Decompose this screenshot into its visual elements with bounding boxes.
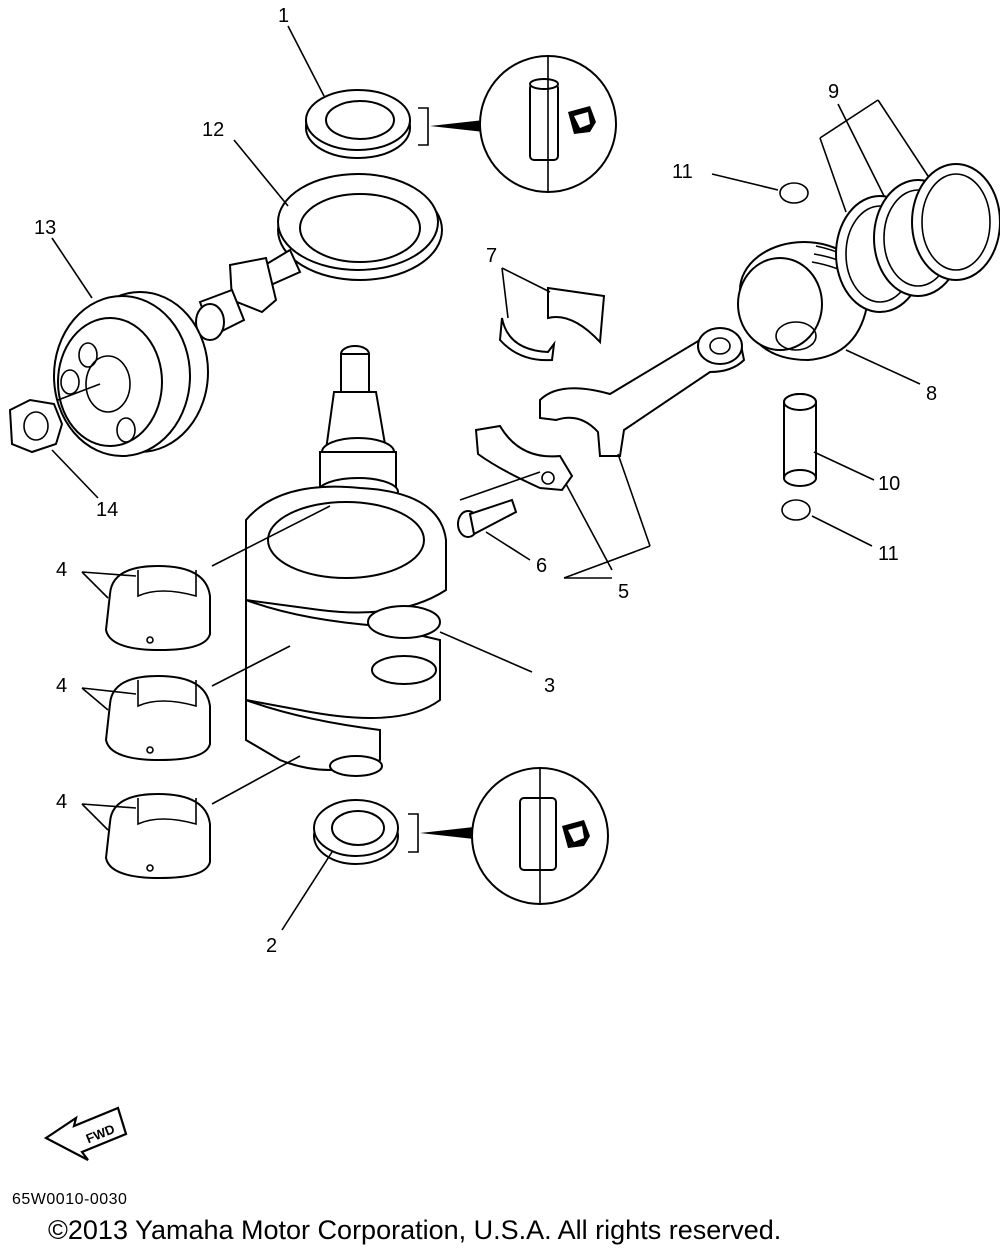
copyright-notice: ©2013 Yamaha Motor Corporation, U.S.A. A… bbox=[48, 1215, 781, 1245]
forward-direction-arrow: FWD bbox=[43, 1106, 128, 1161]
piston-pin bbox=[783, 393, 817, 487]
callout-12: 12 bbox=[202, 119, 224, 141]
callout-9: 9 bbox=[828, 81, 839, 103]
callout-4c: 4 bbox=[56, 791, 67, 813]
connecting-rod-large bbox=[195, 173, 443, 341]
callout-10: 10 bbox=[878, 473, 900, 495]
piston bbox=[737, 241, 869, 362]
callout-2: 2 bbox=[266, 935, 277, 957]
lubrication-detail-circle-bottom bbox=[471, 767, 609, 905]
main-bearing-3 bbox=[104, 792, 211, 880]
oil-seal-top bbox=[305, 89, 411, 159]
callout-labels: 1 2 3 4 4 4 5 6 7 8 9 10 11 11 12 13 14 bbox=[34, 5, 937, 957]
oil-seal-bottom bbox=[313, 799, 399, 865]
main-bearing-2 bbox=[104, 674, 211, 762]
lubrication-detail-circle-top bbox=[479, 55, 617, 193]
callout-7: 7 bbox=[486, 245, 497, 267]
callout-4a: 4 bbox=[56, 559, 67, 581]
main-bearing-1 bbox=[104, 564, 211, 652]
callout-4b: 4 bbox=[56, 675, 67, 697]
piston-pin-clip-top bbox=[779, 182, 809, 204]
callout-5: 5 bbox=[618, 581, 629, 603]
connecting-rod bbox=[474, 327, 746, 492]
rod-bolt bbox=[457, 498, 518, 538]
callout-13: 13 bbox=[34, 217, 56, 239]
piston-rings bbox=[835, 163, 1000, 313]
pulley bbox=[53, 291, 209, 457]
seal-detail-bracket-bottom bbox=[408, 813, 474, 853]
piston-pin-clip-bottom bbox=[781, 499, 811, 521]
callout-14: 14 bbox=[96, 499, 118, 521]
callout-1: 1 bbox=[278, 5, 289, 27]
nut bbox=[8, 398, 64, 454]
rod-bearing bbox=[498, 286, 606, 362]
seal-detail-bracket-top bbox=[418, 107, 484, 146]
drawing-code: 65W0010-0030 bbox=[12, 1191, 127, 1208]
callout-3: 3 bbox=[544, 675, 555, 697]
callout-11a: 11 bbox=[672, 161, 693, 183]
leader-lines bbox=[51, 25, 929, 931]
callout-11b: 11 bbox=[878, 543, 899, 565]
crankshaft bbox=[245, 345, 447, 777]
callout-8: 8 bbox=[926, 383, 937, 405]
callout-6: 6 bbox=[536, 555, 547, 577]
